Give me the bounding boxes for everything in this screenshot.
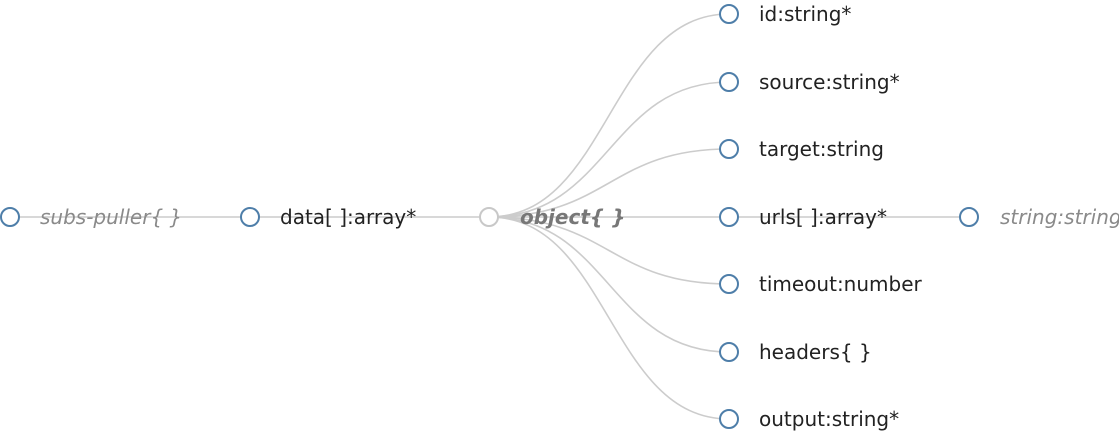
node-label-timeout: timeout:number xyxy=(759,272,923,296)
node-label-string: string:string xyxy=(1000,205,1119,229)
tree-node-urls[interactable]: urls[ ]:array* xyxy=(719,205,887,229)
tree-node-data[interactable]: data[ ]:array* xyxy=(240,205,416,229)
tree-node-headers[interactable]: headers{ } xyxy=(719,340,872,364)
node-circle-icon[interactable] xyxy=(959,207,979,227)
link-object-to-timeout xyxy=(488,216,730,285)
tree-node-object[interactable]: object{ } xyxy=(479,205,625,229)
node-circle-icon[interactable] xyxy=(719,207,739,227)
tree-node-source[interactable]: source:string* xyxy=(719,70,900,94)
tree-node-output[interactable]: output:string* xyxy=(719,407,899,431)
node-label-id: id:string* xyxy=(759,2,851,26)
node-circle-icon[interactable] xyxy=(719,342,739,362)
node-circle-icon[interactable] xyxy=(479,207,499,227)
node-label-object: object{ } xyxy=(520,205,625,229)
tree-node-target[interactable]: target:string xyxy=(719,137,884,161)
node-circle-icon[interactable] xyxy=(240,207,260,227)
link-object-to-id xyxy=(488,13,730,218)
node-circle-icon[interactable] xyxy=(719,139,739,159)
node-circle-icon[interactable] xyxy=(0,207,20,227)
node-label-headers: headers{ } xyxy=(759,340,872,364)
tree-node-subs-puller[interactable]: subs-puller{ } xyxy=(0,205,182,229)
tree-node-id[interactable]: id:string* xyxy=(719,2,851,26)
tree-links xyxy=(10,13,969,420)
node-circle-icon[interactable] xyxy=(719,72,739,92)
node-label-output: output:string* xyxy=(759,407,899,431)
node-label-source: source:string* xyxy=(759,70,900,94)
node-label-subs-puller: subs-puller{ } xyxy=(40,205,182,229)
link-object-to-output xyxy=(488,216,730,420)
link-object-to-source xyxy=(488,81,730,218)
node-circle-icon[interactable] xyxy=(719,274,739,294)
node-label-target: target:string xyxy=(759,137,884,161)
node-label-urls: urls[ ]:array* xyxy=(759,205,887,229)
node-label-data: data[ ]:array* xyxy=(280,205,416,229)
tree-node-timeout[interactable]: timeout:number xyxy=(719,272,923,296)
node-circle-icon[interactable] xyxy=(719,4,739,24)
tree-node-string[interactable]: string:string xyxy=(959,205,1119,229)
link-object-to-target xyxy=(488,148,730,218)
link-object-to-headers xyxy=(488,216,730,353)
node-circle-icon[interactable] xyxy=(719,409,739,429)
